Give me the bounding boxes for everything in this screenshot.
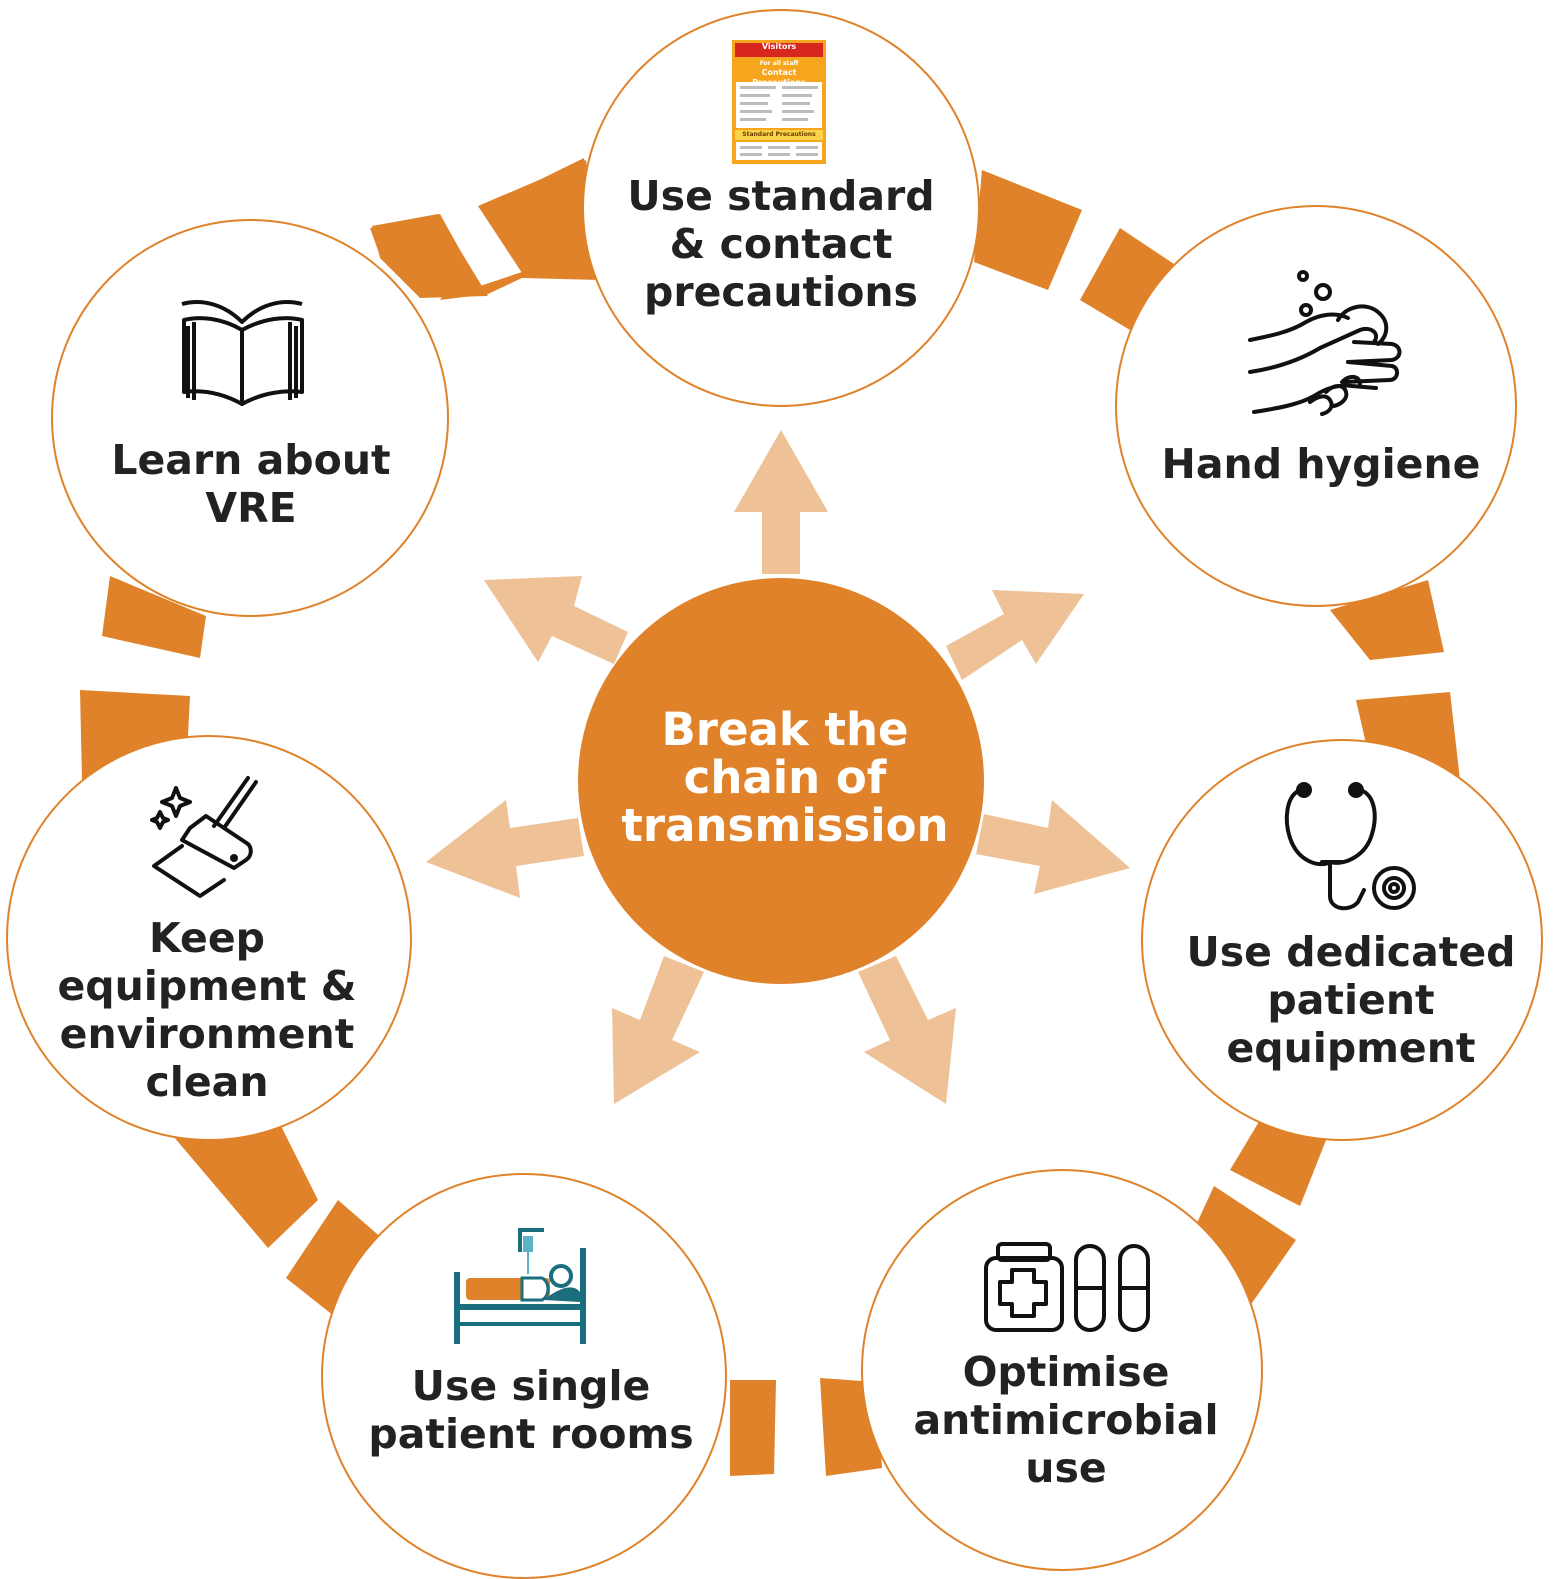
label-hand-hygiene-line-1: Hand hygiene [1161, 440, 1481, 488]
circle-standard-precautions [582, 9, 980, 407]
poster-footer-body [736, 142, 822, 160]
label-dedicated-equipment-line-1: Use dedicated [1186, 928, 1516, 976]
arrow-left [426, 800, 584, 898]
hospital-bed-icon [454, 1228, 586, 1344]
center-circle [578, 578, 984, 984]
label-learn-vre: Learn about VRE [66, 436, 436, 532]
label-dedicated-equipment-line-3: equipment [1226, 1024, 1476, 1072]
ring-arrow-2b [1080, 228, 1180, 330]
label-antimicrobial: Optimise antimicrobial use [876, 1348, 1256, 1492]
label-clean-environment: Keep equipment & environment clean [42, 914, 372, 1106]
radial-arrows [426, 430, 1130, 1104]
arrow-down-right [858, 956, 956, 1104]
ring-arrow-1b [372, 214, 488, 298]
arrow-up-left [484, 576, 628, 664]
ring-arrow-4 [1230, 1120, 1330, 1206]
poster-body [736, 82, 822, 128]
label-standard-precautions-line-1: Use standard [627, 172, 935, 220]
poster-title-line1: For all staff [759, 60, 799, 67]
circle-clean-environment [6, 735, 412, 1141]
label-hand-hygiene: Hand hygiene [1146, 440, 1496, 488]
label-single-rooms-line-2: patient rooms [368, 1410, 694, 1458]
ring-arrow-6b [286, 1200, 384, 1316]
circle-learn-vre [51, 219, 449, 617]
label-clean-environment-line-3: environment [59, 1010, 355, 1058]
mop-cleaning-icon [150, 776, 258, 898]
arrow-down-left [612, 956, 704, 1104]
label-antimicrobial-line-2: antimicrobial use [913, 1396, 1219, 1492]
circle-single-rooms [321, 1173, 727, 1579]
center-label: Break the chain of transmission [590, 706, 980, 850]
arrow-right [976, 800, 1130, 894]
arrow-up [734, 430, 828, 574]
center-label-line-3: transmission [621, 799, 949, 852]
label-clean-environment-line-2: equipment & [57, 962, 357, 1010]
label-clean-environment-line-1: Keep [148, 914, 265, 962]
ring-arrow-2 [974, 170, 1082, 290]
ring-arrow-7b [102, 576, 206, 658]
ring-arrow-5 [730, 1380, 776, 1476]
label-dedicated-equipment: Use dedicated patient equipment [1176, 928, 1526, 1072]
stethoscope-icon [1284, 782, 1416, 911]
label-single-rooms-line-1: Use single [411, 1362, 651, 1410]
circle-hand-hygiene [1115, 205, 1517, 607]
medicine-bottle-capsules-icon [984, 1242, 1150, 1332]
label-learn-vre-line-1: Learn about VRE [111, 436, 391, 532]
center-label-line-2: chain of [683, 751, 887, 804]
open-book-icon [181, 300, 304, 406]
label-single-rooms: Use single patient rooms [356, 1362, 706, 1458]
label-antimicrobial-line-1: Optimise [962, 1348, 1170, 1396]
circle-antimicrobial [861, 1169, 1263, 1571]
hand-washing-icon [1248, 270, 1402, 416]
ring-arrow-3 [1330, 580, 1444, 660]
center-label-line-1: Break the [661, 703, 909, 756]
precautions-poster-icon: Visitors For all staff Contact Precautio… [732, 40, 826, 164]
ring-arrow-1c [478, 160, 600, 276]
poster-footer: Standard Precautions [735, 130, 823, 140]
poster-header: Visitors [735, 43, 823, 57]
label-clean-environment-line-4: clean [145, 1058, 269, 1106]
cycle-ring [80, 158, 1460, 1476]
label-standard-precautions-line-2: & contact [669, 220, 893, 268]
ring-arrow-6 [168, 1124, 318, 1248]
label-standard-precautions: Use standard & contact precautions [606, 172, 956, 316]
label-standard-precautions-line-3: precautions [644, 268, 918, 316]
label-dedicated-equipment-line-2: patient [1267, 976, 1435, 1024]
arrow-up-right [946, 590, 1084, 680]
circle-dedicated-equipment [1141, 739, 1543, 1141]
